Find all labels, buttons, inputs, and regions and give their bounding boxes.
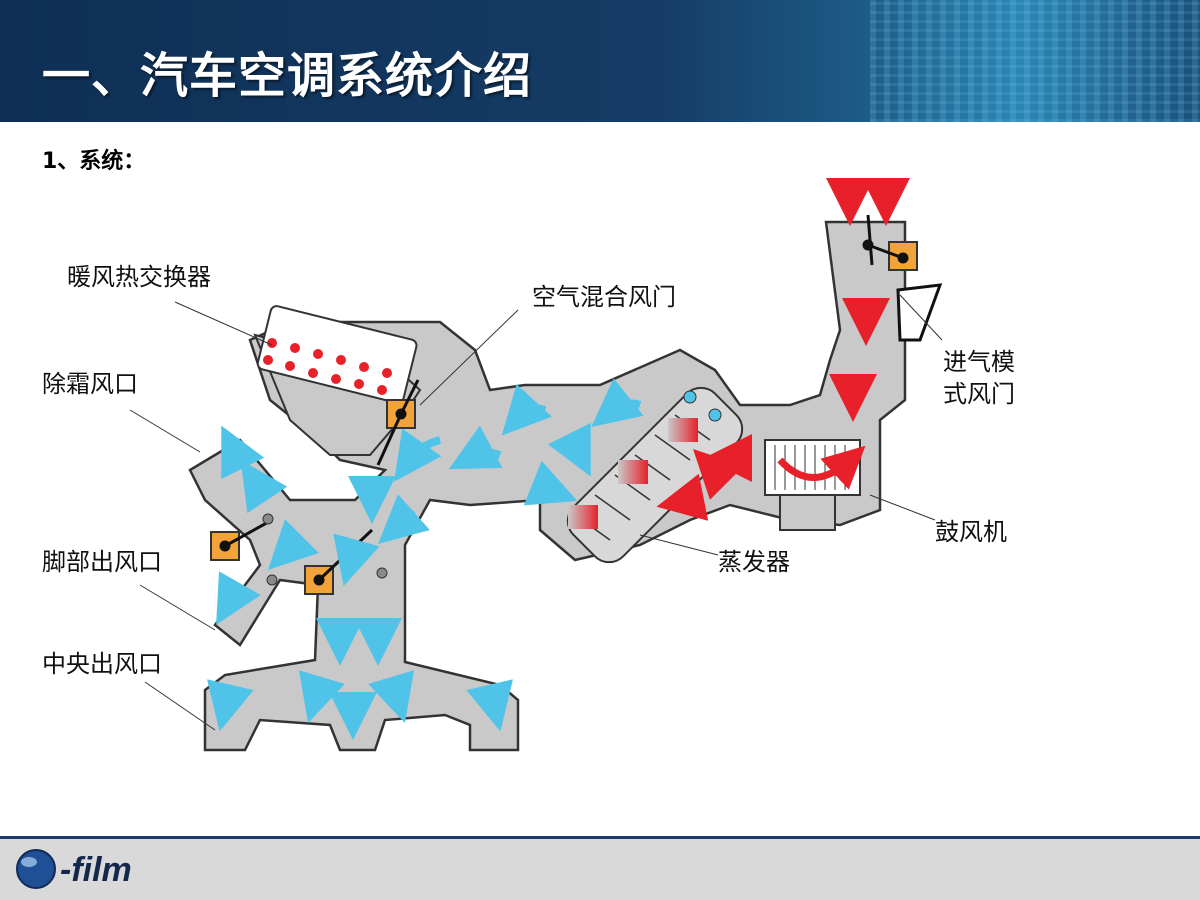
slide-title: 一、汽车空调系统介绍 [42, 48, 533, 104]
label-evaporator: 蒸发器 [718, 548, 790, 576]
heater-core [256, 305, 418, 404]
cold-air-arrows [207, 378, 644, 740]
globe-icon [16, 849, 56, 889]
logo-text: -film [60, 851, 132, 889]
hvac-diagram: 暖风热交换器 空气混合风门 除霜风口 进气模 式风门 脚部出风口 鼓风机 蒸发器… [42, 178, 1015, 752]
intake-door-housing [896, 283, 943, 342]
hot-air-arrows [656, 178, 910, 521]
label-heater-core: 暖风热交换器 [67, 263, 211, 291]
label-air-mix-door: 空气混合风门 [532, 283, 676, 311]
slide-footer [0, 839, 1200, 900]
slide-subtitle: 1、系统： [42, 149, 146, 174]
blower [764, 439, 866, 531]
label-blower: 鼓风机 [935, 518, 1007, 546]
label-center-vent: 中央出风口 [42, 650, 162, 678]
label-defrost-vent: 除霜风口 [42, 370, 138, 398]
footer-divider [0, 836, 1200, 839]
pivot-points [262, 513, 388, 586]
label-intake-mode-door-1: 进气模 [943, 348, 1015, 376]
leader-lines [129, 294, 943, 731]
slide-header [0, 0, 1200, 122]
heater-core-dots [263, 338, 392, 395]
label-foot-vent: 脚部出风口 [42, 548, 162, 576]
header-decoration [870, 0, 1200, 122]
label-intake-mode-door-2: 式风门 [943, 380, 1015, 408]
